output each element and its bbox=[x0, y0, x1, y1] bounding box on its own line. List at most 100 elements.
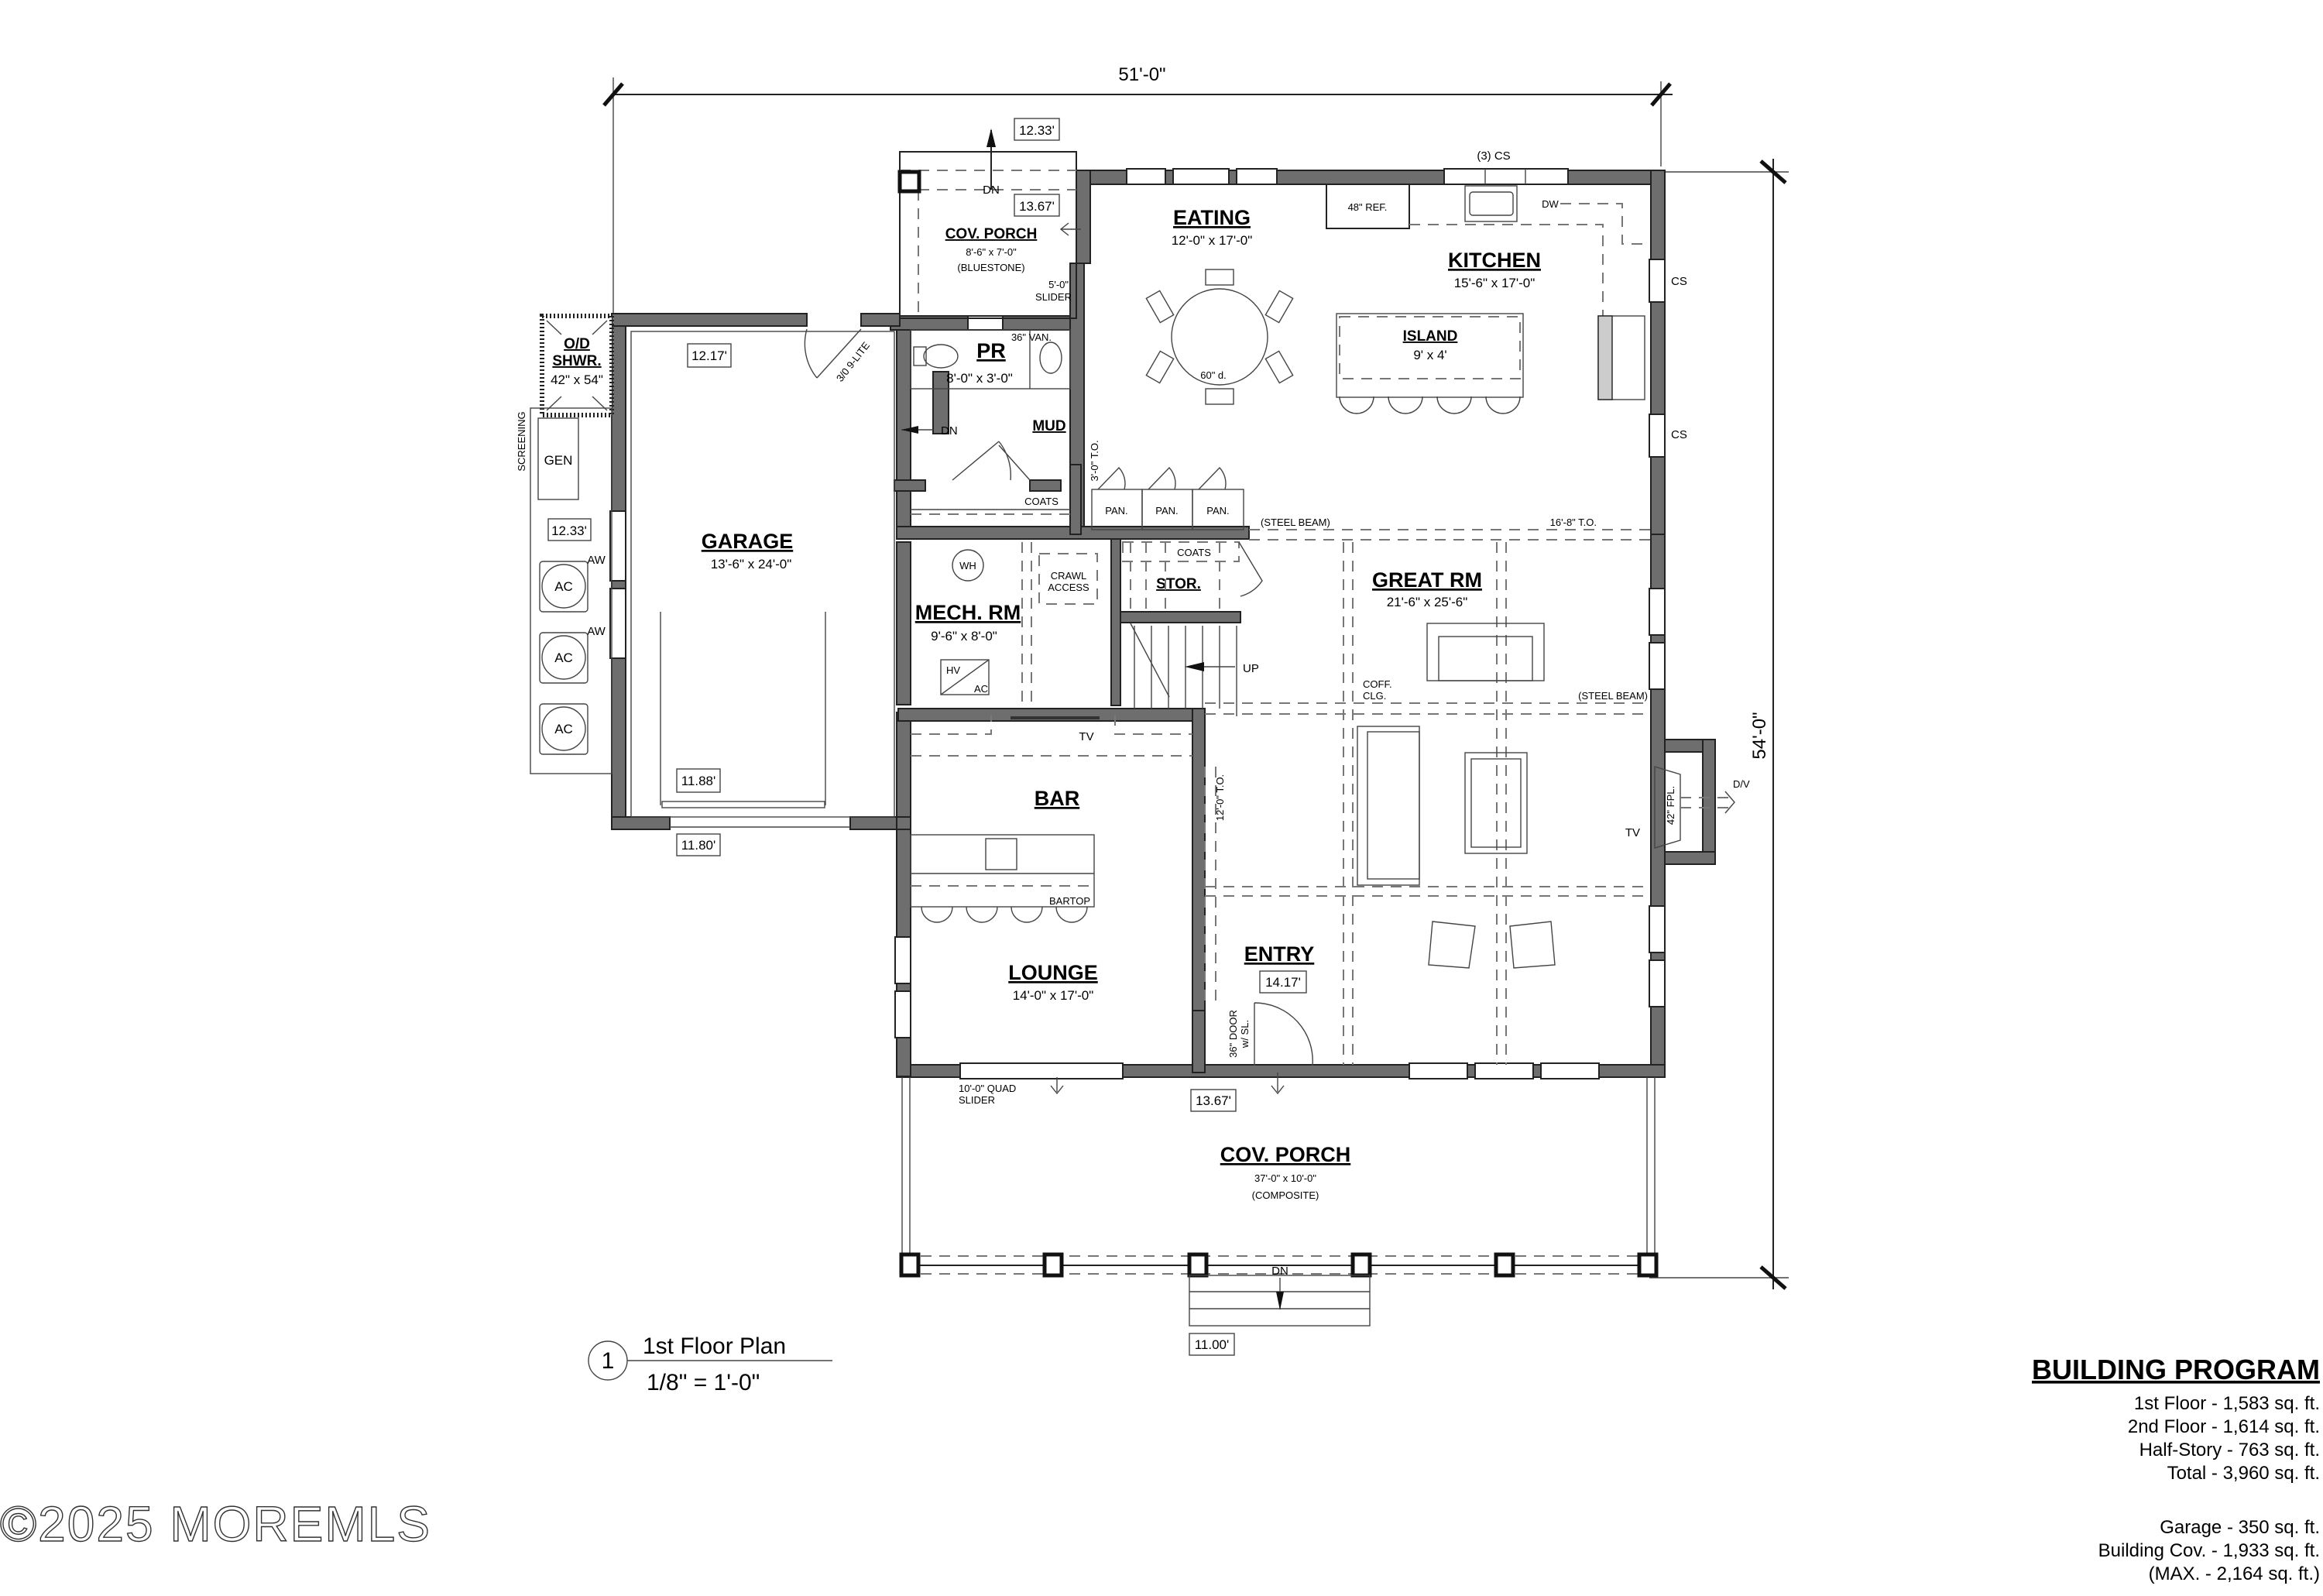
room-title: MECH. RM bbox=[915, 601, 1021, 624]
front-door-icon bbox=[1254, 1002, 1313, 1066]
svg-text:COATS: COATS bbox=[1177, 547, 1211, 558]
mud-room: MUD DN 3'-0" T.O. COATS bbox=[901, 418, 1100, 515]
overall-width-dimension: 51'-0" bbox=[602, 64, 1673, 325]
svg-text:AC: AC bbox=[974, 683, 988, 695]
svg-text:60" d.: 60" d. bbox=[1200, 369, 1227, 381]
kitchen-room: (3) CS 48" REF. DW KITCHEN 15'-6" x 17'-… bbox=[1326, 149, 1687, 441]
room-size: 9'-6" x 8'-0" bbox=[931, 629, 997, 644]
equipment-pad: SCREENING GEN 12.33' AW AC AW AC AC bbox=[516, 407, 612, 774]
arrow-left-icon bbox=[1185, 662, 1204, 671]
svg-text:BARTOP: BARTOP bbox=[1049, 895, 1090, 907]
svg-text:PAN.: PAN. bbox=[1155, 505, 1178, 517]
overall-depth-label: 54'-0" bbox=[1749, 712, 1770, 759]
plan-title: 1st Floor Plan bbox=[643, 1333, 786, 1359]
rear-covered-porch: DN 12.33' 13.67' COV. PORCH 8'-6" x 7'-0… bbox=[897, 118, 1081, 319]
front-covered-porch: 10'-0" QUAD SLIDER 13.67' COV. PORCH 37'… bbox=[899, 1077, 1659, 1356]
toilet-icon bbox=[923, 344, 959, 369]
svg-text:SCREENING: SCREENING bbox=[516, 411, 527, 471]
arrow-left-icon bbox=[901, 426, 918, 434]
ac-unit-icon bbox=[541, 635, 586, 680]
sink-icon bbox=[1039, 342, 1062, 374]
svg-text:AC: AC bbox=[554, 579, 573, 594]
room-size: 15'-6" x 17'-0" bbox=[1454, 276, 1536, 290]
water-heater-icon bbox=[952, 549, 984, 582]
svg-text:1: 1 bbox=[602, 1348, 615, 1374]
svg-text:UP: UP bbox=[1243, 662, 1259, 675]
svg-text:(MAX. - 2,164 sq. ft.): (MAX. - 2,164 sq. ft.) bbox=[2149, 1563, 2320, 1584]
svg-text:48" REF.: 48" REF. bbox=[1348, 201, 1388, 213]
arrow-down-icon bbox=[1276, 1292, 1284, 1310]
room-title: ENTRY bbox=[1244, 942, 1315, 966]
ac-unit-icon bbox=[541, 564, 586, 609]
svg-text:DN: DN bbox=[1271, 1265, 1288, 1278]
coffee-table-icon bbox=[1464, 752, 1528, 854]
svg-text:Half-Story - 763 sq. ft.: Half-Story - 763 sq. ft. bbox=[2139, 1440, 2320, 1460]
svg-text:D/V: D/V bbox=[1733, 778, 1750, 790]
room-size: 8'-6" x 7'-0" bbox=[966, 246, 1017, 258]
svg-text:COFF.: COFF. bbox=[1363, 678, 1392, 690]
svg-text:TV: TV bbox=[1079, 730, 1093, 743]
ac-unit-icon bbox=[541, 706, 586, 751]
elevation-tag: 13.67' bbox=[1196, 1093, 1231, 1108]
room-size: 21'-6" x 25'-6" bbox=[1387, 595, 1468, 609]
elevation-tag: 12.17' bbox=[691, 348, 727, 363]
entry-room: ENTRY 14.17' 36" DOOR w/ SL. bbox=[1227, 942, 1315, 1095]
refrigerator-icon bbox=[1326, 184, 1410, 229]
room-size: 13'-6" x 24'-0" bbox=[711, 557, 792, 571]
svg-text:1st Floor - 1,583 sq. ft.: 1st Floor - 1,583 sq. ft. bbox=[2134, 1393, 2320, 1414]
svg-text:CRAWL: CRAWL bbox=[1051, 570, 1086, 582]
svg-text:DN: DN bbox=[941, 424, 958, 438]
room-title: COV. PORCH bbox=[945, 226, 1038, 242]
svg-text:CS: CS bbox=[1671, 275, 1687, 288]
garage-room: 12.17' 3/0 9-LITE GARAGE 13'-6" x 24'-0"… bbox=[630, 328, 895, 856]
elevation-tag: 12.33' bbox=[1019, 123, 1055, 138]
garage-door-icon bbox=[661, 801, 825, 808]
room-size: 14'-0" x 17'-0" bbox=[1013, 988, 1094, 1003]
overall-width-label: 51'-0" bbox=[1118, 64, 1165, 85]
eating-room: EATING 12'-0" x 17'-0" 60" d. bbox=[1145, 206, 1294, 405]
porch-columns bbox=[899, 1252, 1659, 1278]
elevation-tag: 11.00' bbox=[1195, 1337, 1230, 1352]
svg-text:AW: AW bbox=[587, 625, 606, 638]
room-material: (COMPOSITE) bbox=[1252, 1189, 1319, 1201]
svg-text:GEN: GEN bbox=[544, 453, 573, 468]
svg-text:Building Cov. - 1,933 sq. ft.: Building Cov. - 1,933 sq. ft. bbox=[2098, 1540, 2320, 1561]
svg-text:HV: HV bbox=[946, 664, 960, 676]
room-title: ISLAND bbox=[1403, 328, 1458, 345]
elevation-tag: 12.33' bbox=[551, 523, 587, 538]
svg-text:CS: CS bbox=[1671, 428, 1687, 441]
svg-text:3/0 9-LITE: 3/0 9-LITE bbox=[834, 339, 872, 383]
bar-counter-icon bbox=[910, 834, 1095, 908]
svg-text:Garage - 350 sq. ft.: Garage - 350 sq. ft. bbox=[2160, 1517, 2320, 1538]
room-title: GARAGE bbox=[702, 530, 794, 553]
svg-text:ACCESS: ACCESS bbox=[1048, 582, 1089, 593]
dining-table-icon bbox=[1171, 288, 1268, 386]
storage-and-stair: COATS STOR. UP bbox=[1122, 541, 1263, 716]
plan-scale: 1/8" = 1'-0" bbox=[647, 1370, 760, 1395]
room-title: STOR. bbox=[1156, 576, 1201, 592]
svg-text:2nd Floor - 1,614 sq. ft.: 2nd Floor - 1,614 sq. ft. bbox=[2128, 1416, 2320, 1437]
room-material: (BLUESTONE) bbox=[957, 262, 1024, 273]
great-room: GREAT RM 21'-6" x 25'-6" COFF. CLG. TV 4… bbox=[1357, 568, 1750, 969]
room-size: 37'-0" x 10'-0" bbox=[1254, 1172, 1316, 1184]
pantries: PAN. PAN. PAN. bbox=[1091, 466, 1244, 530]
elevation-tag: 11.80' bbox=[681, 838, 716, 853]
elevation-tag: 11.88' bbox=[681, 774, 716, 788]
elevation-tag: 13.67' bbox=[1019, 199, 1055, 214]
room-title: BAR bbox=[1035, 787, 1080, 810]
svg-text:COATS: COATS bbox=[1024, 496, 1059, 507]
svg-text:SLIDER: SLIDER bbox=[1035, 291, 1072, 303]
svg-text:CLG.: CLG. bbox=[1363, 690, 1386, 702]
watermark: ©2025 MOREMLS bbox=[0, 1496, 431, 1552]
building-program: BUILDING PROGRAM 1st Floor - 1,583 sq. f… bbox=[2032, 1354, 2320, 1584]
dn-label: DN bbox=[983, 184, 1000, 197]
bar-lounge: TV BAR BARTOP LOUNGE 14'-0" x 17'-0" 12'… bbox=[910, 715, 1226, 1007]
fireplace-icon bbox=[1654, 766, 1681, 849]
room-title: COV. PORCH bbox=[1220, 1143, 1351, 1166]
generator-icon bbox=[537, 417, 579, 500]
arrow-up-icon bbox=[987, 129, 996, 147]
svg-text:DW: DW bbox=[1542, 198, 1559, 210]
svg-text:Total - 3,960 sq. ft.: Total - 3,960 sq. ft. bbox=[2167, 1463, 2320, 1484]
svg-text:12'-0" T.O.: 12'-0" T.O. bbox=[1214, 774, 1226, 821]
